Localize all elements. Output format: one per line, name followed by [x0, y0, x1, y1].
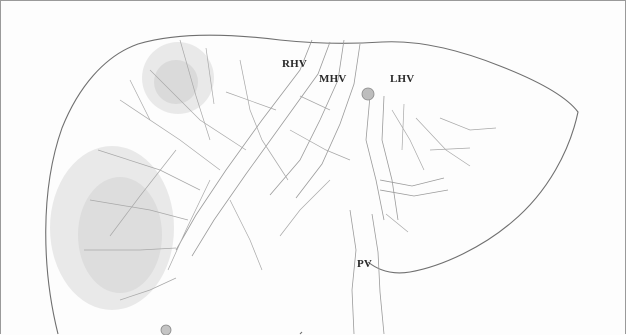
shaded-mass	[50, 42, 214, 310]
label-pv: PV	[357, 258, 372, 270]
label-lhv: LHV	[390, 73, 414, 85]
vessel-node	[362, 88, 374, 100]
vessel-node-bottom	[161, 325, 171, 335]
label-mhv: MHV	[319, 73, 346, 85]
label-rhv: RHV	[282, 58, 307, 70]
